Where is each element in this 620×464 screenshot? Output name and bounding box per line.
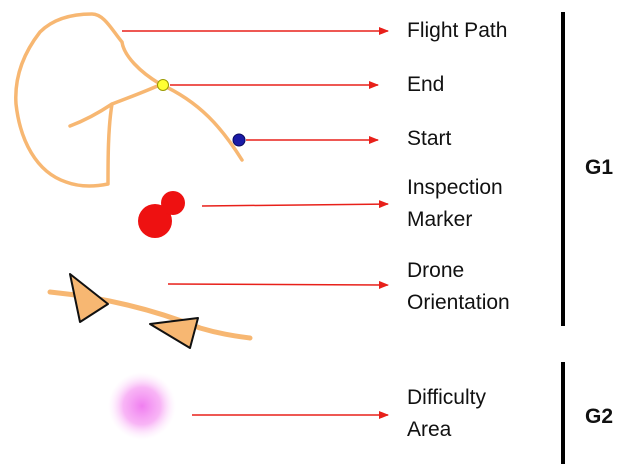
arrow-inspection-marker xyxy=(201,200,389,209)
inspection-marker-large xyxy=(138,204,172,238)
flight-path-line xyxy=(14,12,244,188)
label-inspection-line1: Inspection xyxy=(407,176,503,199)
flight-path-tail xyxy=(110,82,164,106)
arrow-drone-orientation xyxy=(167,280,389,289)
group-g2-label: G2 xyxy=(585,405,614,428)
label-inspection-marker: Inspection Marker xyxy=(407,172,503,236)
inspection-marker-small xyxy=(161,191,185,215)
label-drone-orientation: Drone Orientation xyxy=(407,255,510,319)
start-dot xyxy=(232,133,246,147)
group-g2-bar xyxy=(561,362,565,464)
label-difficulty-area: Difficulty Area xyxy=(407,382,486,446)
label-drone-line1: Drone xyxy=(407,259,465,282)
label-drone-line2: Orientation xyxy=(407,291,510,314)
label-inspection-line2: Marker xyxy=(407,208,473,231)
group-g1-label: G1 xyxy=(585,156,614,179)
label-difficulty-line2: Area xyxy=(407,418,452,441)
group-g1-bar xyxy=(561,12,565,326)
end-dot xyxy=(157,79,169,91)
difficulty-area-blob xyxy=(108,372,176,440)
label-flight-path: Flight Path xyxy=(407,19,508,42)
label-difficulty-line1: Difficulty xyxy=(407,386,486,409)
label-end: End xyxy=(407,73,445,96)
label-start: Start xyxy=(407,127,452,150)
drone-triangle-2 xyxy=(149,317,199,349)
drone-triangle-1 xyxy=(69,273,109,323)
